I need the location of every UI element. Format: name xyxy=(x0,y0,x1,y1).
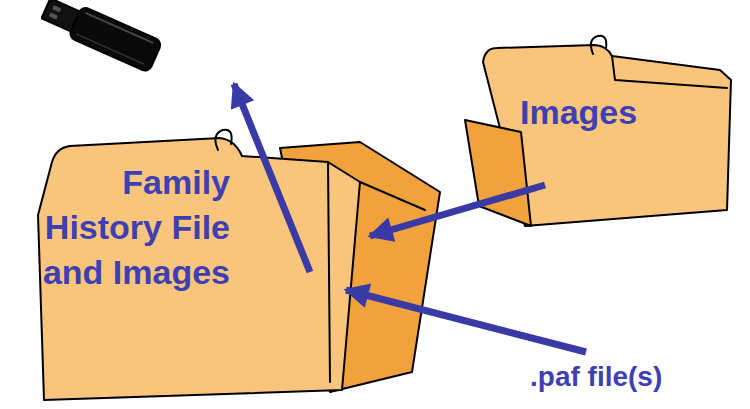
folder-title: Images xyxy=(520,90,720,135)
folder-shape xyxy=(465,120,531,226)
folder-node: Family History File and Images xyxy=(30,120,370,400)
usb-highlight xyxy=(76,34,144,64)
folder-title: Family History File and Images xyxy=(40,160,230,295)
folder-shape xyxy=(591,36,606,54)
folder-shape xyxy=(215,130,231,150)
usb-contact xyxy=(52,5,61,12)
folder-shape xyxy=(612,56,727,88)
folder-shape xyxy=(38,138,360,400)
usb-drive xyxy=(39,0,162,73)
file-label: .paf file(s) xyxy=(530,360,662,394)
usb-contact xyxy=(49,13,58,20)
folder-shape xyxy=(328,162,330,382)
usb-highlight xyxy=(85,13,153,43)
folder-shape xyxy=(360,182,425,210)
usb-body xyxy=(68,6,162,73)
folder-node: Images xyxy=(465,40,732,185)
